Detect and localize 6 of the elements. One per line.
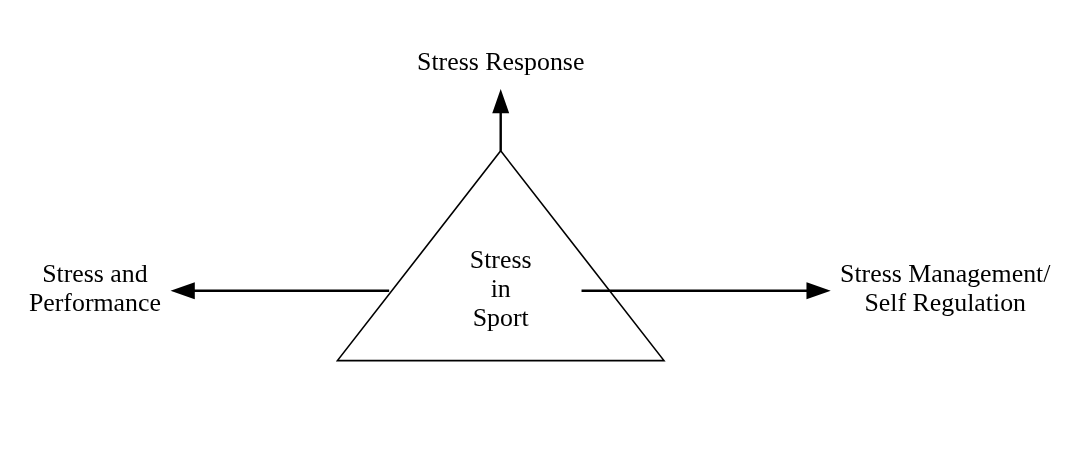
arrow bbox=[581, 281, 831, 299]
arrow bbox=[492, 88, 510, 151]
arrow bbox=[170, 281, 390, 299]
node-text: Stress Management/ Self Regulation bbox=[840, 258, 1051, 317]
node-text: Stress and Performance bbox=[28, 258, 161, 317]
node-text: Stress Response bbox=[417, 46, 585, 76]
